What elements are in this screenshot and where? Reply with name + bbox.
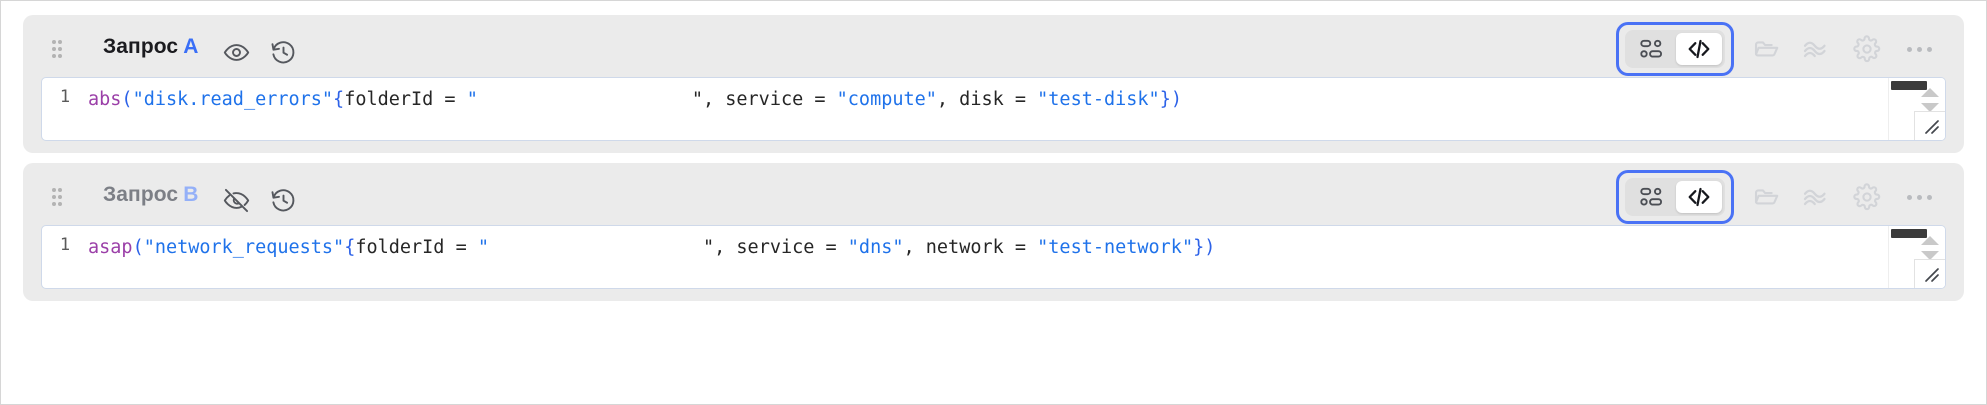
line-number-b: 1	[59, 235, 71, 255]
minimap-indicator-a[interactable]	[1891, 81, 1927, 90]
drag-handle-icon[interactable]	[49, 187, 67, 209]
code-view-button[interactable]	[1676, 33, 1722, 65]
code-brace-open-b: {	[344, 237, 356, 258]
drag-handle-icon[interactable]	[49, 39, 67, 61]
view-mode-segmented-a	[1625, 30, 1725, 68]
minimap-indicator-b[interactable]	[1891, 229, 1927, 238]
stepper-up-icon[interactable]	[1921, 88, 1939, 97]
settings-icon[interactable]	[1842, 27, 1892, 71]
eye-off-icon[interactable]	[221, 185, 251, 215]
code-service-value-a: "compute"	[836, 89, 937, 110]
code-folderid-label-a: folderId =	[344, 89, 467, 110]
query-letter-a: A	[183, 35, 199, 58]
more-options-icon[interactable]	[1892, 175, 1946, 219]
code-close-b: })	[1193, 237, 1216, 258]
editor-resize-handle-a[interactable]	[1914, 111, 1945, 140]
stepper-down-icon[interactable]	[1921, 251, 1939, 260]
more-options-icon[interactable]	[1892, 27, 1946, 71]
builder-view-button[interactable]	[1628, 181, 1674, 213]
code-service-label-a: ", service =	[691, 89, 837, 110]
folder-icon[interactable]	[1742, 175, 1792, 219]
editor-stepper-b[interactable]	[1921, 236, 1939, 260]
chart-icon[interactable]	[1792, 175, 1842, 219]
card-toolbar-a	[1616, 22, 1946, 76]
code-content-b[interactable]: asap("network_requests"{folderId = " ", s…	[88, 226, 1945, 288]
code-quote-b: "	[477, 237, 489, 258]
editor-resize-handle-b[interactable]	[1914, 259, 1945, 288]
code-network-label-b: , network =	[903, 237, 1038, 258]
editor-stepper-a[interactable]	[1921, 88, 1939, 112]
query-title-text-b: Запрос	[103, 183, 179, 206]
view-mode-segmented-b	[1625, 178, 1725, 216]
code-editor-a[interactable]: 1 abs("disk.read_errors"{folderId = " ", …	[41, 77, 1946, 141]
code-metric-b: "network_requests"	[143, 237, 345, 258]
code-folderid-label-b: folderId =	[355, 237, 478, 258]
code-service-label-b: ", service =	[703, 237, 848, 258]
history-icon[interactable]	[268, 185, 298, 215]
builder-view-button[interactable]	[1628, 33, 1674, 65]
code-brace-open-a: {	[333, 89, 345, 110]
code-service-value-b: "dns"	[847, 237, 904, 258]
eye-icon[interactable]	[221, 37, 251, 67]
code-network-value-b: "test-network"	[1037, 237, 1194, 258]
code-disk-value-a: "test-disk"	[1037, 89, 1160, 110]
folder-icon[interactable]	[1742, 27, 1792, 71]
code-quote-a: "	[466, 89, 478, 110]
code-content-a[interactable]: abs("disk.read_errors"{folderId = " ", se…	[88, 78, 1945, 140]
stepper-down-icon[interactable]	[1921, 103, 1939, 112]
code-view-button[interactable]	[1676, 181, 1722, 213]
chart-icon[interactable]	[1792, 27, 1842, 71]
code-close-a: })	[1159, 89, 1182, 110]
line-number-a: 1	[59, 87, 71, 107]
code-function-b: asap	[88, 237, 133, 258]
code-editor-b[interactable]: 1 asap("network_requests"{folderId = " ",…	[41, 225, 1946, 289]
settings-icon[interactable]	[1842, 175, 1892, 219]
code-disk-label-a: , disk =	[936, 89, 1038, 110]
stepper-up-icon[interactable]	[1921, 236, 1939, 245]
code-function-a: abs	[88, 89, 122, 110]
query-letter-b: B	[183, 183, 199, 206]
code-paren-open-b: (	[132, 237, 144, 258]
code-paren-open-a: (	[121, 89, 133, 110]
history-icon[interactable]	[268, 37, 298, 67]
view-mode-highlight-a	[1616, 22, 1734, 76]
code-metric-a: "disk.read_errors"	[132, 89, 334, 110]
view-mode-highlight-b	[1616, 170, 1734, 224]
card-toolbar-b	[1616, 170, 1946, 224]
query-title-text-a: Запрос	[103, 35, 179, 58]
